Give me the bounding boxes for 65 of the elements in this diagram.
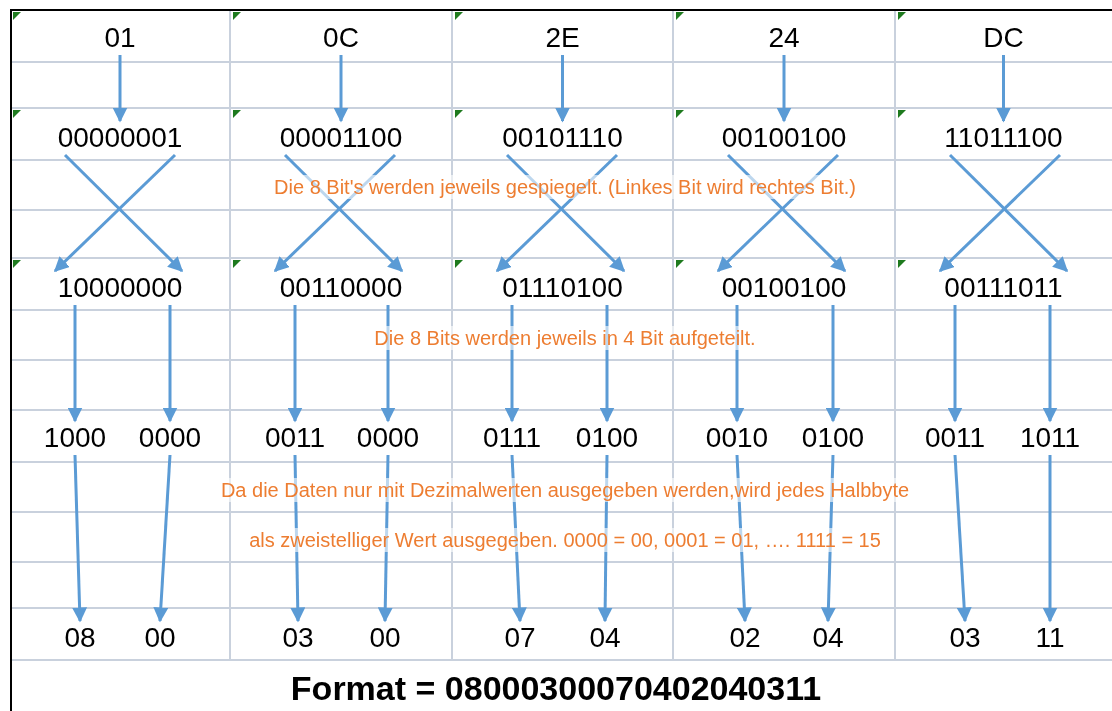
arrow [996,55,1011,123]
value-text: 0010 [705,422,769,454]
value-text: 04 [589,622,621,654]
value-text: 07 [504,622,536,654]
arrow [735,454,752,623]
value-text: 11 [1035,622,1065,654]
arrow [599,305,615,423]
value-text: 00000001 [57,122,183,154]
value-text: 00111011 [944,272,1063,304]
arrow [112,55,128,123]
value-text: 00100100 [721,272,847,304]
value-text: 0111 [482,422,542,454]
value-text: 00110000 [279,272,403,304]
title: Format = 08000300070402040311 [289,668,823,708]
value-text: 24 [768,22,800,54]
value-text: 03 [949,622,981,654]
value-text: 00 [144,622,176,654]
value-text: 0000 [138,422,202,454]
arrow [290,454,306,623]
arrow [72,454,88,623]
value-text: 01110100 [502,272,623,304]
arrow [776,55,792,123]
arrow [377,454,393,623]
value-text: 10000000 [57,272,183,304]
arrow [510,454,527,623]
value-text: 08 [64,622,96,654]
arrow [333,55,349,123]
value-text: 02 [729,622,761,654]
arrow [1042,305,1058,423]
arrow [555,55,570,123]
arrow [825,305,841,423]
value-text: 00101110 [502,122,623,154]
value-text: 0100 [575,422,639,454]
value-text: 1011 [1019,422,1081,454]
note-text: Da die Daten nur mit Dezimalwerten ausgegeben werden,wird jedes Halbbyte [220,478,910,502]
arrow [597,454,613,623]
value-text: 0011 [264,422,326,454]
value-text: 00 [369,622,401,654]
arrow [729,305,745,423]
value-text: 04 [812,622,844,654]
arrow [820,454,836,623]
value-text: 1000 [43,422,107,454]
arrow [1042,455,1058,623]
arrow [947,305,963,423]
value-text: 03 [282,622,314,654]
arrow [380,305,396,423]
arrow [162,305,178,423]
value-text: 2E [545,22,580,54]
value-text: DC [983,22,1024,54]
value-text: 00001100 [279,122,403,154]
arrow [953,454,972,623]
value-text: 0100 [801,422,865,454]
value-text: 0000 [356,422,420,454]
arrow [67,305,83,423]
value-text: 11011100 [944,122,1063,154]
arrow [153,454,172,623]
value-text: 00100100 [721,122,847,154]
value-text: 01 [104,22,136,54]
arrow [287,305,303,423]
value-text: 0C [323,22,359,54]
value-text: 0011 [924,422,986,454]
note-text: Die 8 Bit's werden jeweils gespiegelt. (Linkes Bit wird rechtes Bit.) [274,175,856,199]
note-text: Die 8 Bits werden jeweils in 4 Bit aufgeteilt. [374,326,756,350]
arrow [504,305,520,423]
note-text: als zweistelliger Wert ausgegeben. 0000 = 00, 0001 = 01, …. 1111 = 15 [249,528,881,552]
